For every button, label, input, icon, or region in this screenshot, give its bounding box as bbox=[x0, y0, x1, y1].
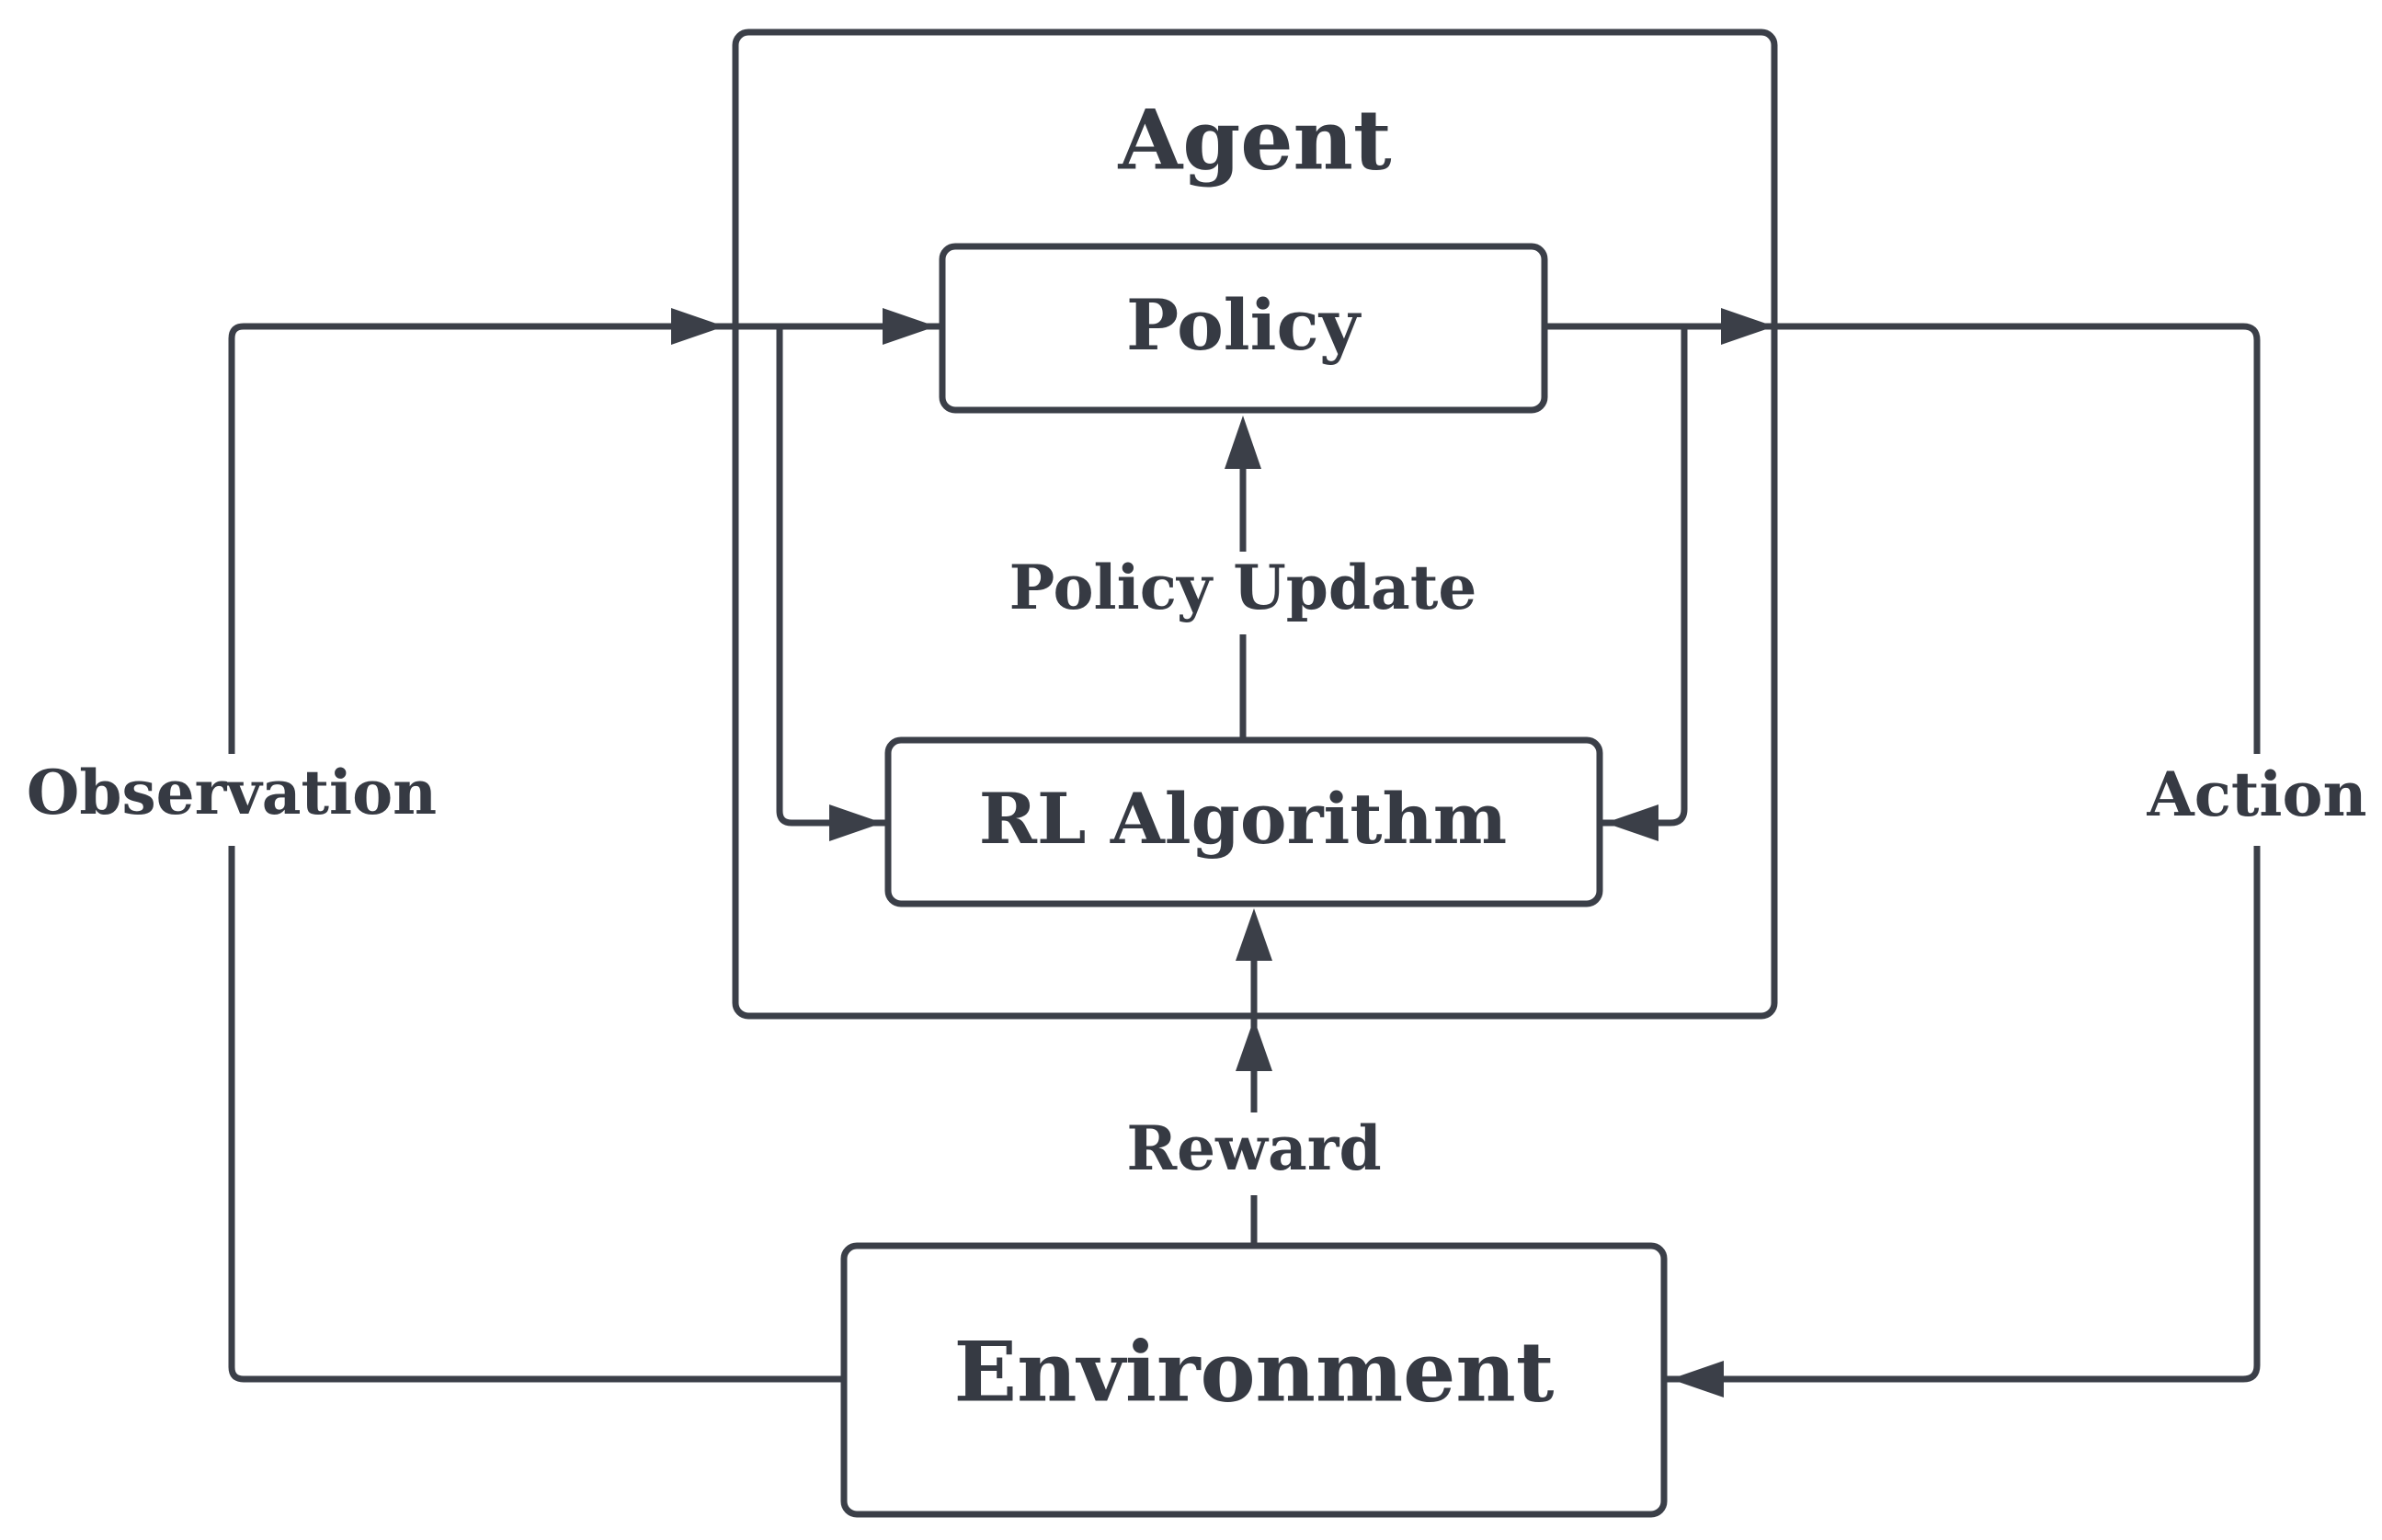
observation-branch-arrowhead bbox=[829, 804, 883, 841]
action-label: Action bbox=[2147, 759, 2367, 830]
action-branch-arrowhead bbox=[1605, 804, 1658, 841]
reward-label: Reward bbox=[1126, 1112, 1381, 1184]
observation-label: Observation bbox=[27, 757, 437, 828]
observation-arrowhead-policy bbox=[883, 308, 936, 345]
reward-arrowhead-algorithm bbox=[1236, 908, 1272, 961]
rl-algorithm-label: RL Algorithm bbox=[979, 778, 1507, 860]
observation-label-bg bbox=[18, 754, 446, 846]
action-label-bg bbox=[2137, 754, 2376, 846]
action-line bbox=[1544, 323, 2261, 1383]
action-branch-line bbox=[1600, 326, 1688, 827]
environment-label: Environment bbox=[954, 1324, 1555, 1421]
policy-update-label: Policy Update bbox=[1009, 552, 1477, 623]
reward-label-bg bbox=[1108, 1112, 1400, 1195]
policy-label: Policy bbox=[1126, 284, 1362, 366]
reward-arrowhead-agent bbox=[1236, 1019, 1272, 1071]
policy-update-arrowhead bbox=[1225, 416, 1261, 469]
policy-update-label-bg bbox=[993, 552, 1494, 634]
action-arrowhead-agent bbox=[1721, 308, 1774, 345]
observation-line bbox=[228, 323, 942, 1383]
action-arrowhead-environment bbox=[1670, 1361, 1724, 1397]
observation-arrowhead-agent bbox=[671, 308, 724, 345]
observation-branch-line bbox=[776, 326, 888, 827]
agent-title: Agent bbox=[1117, 92, 1391, 189]
